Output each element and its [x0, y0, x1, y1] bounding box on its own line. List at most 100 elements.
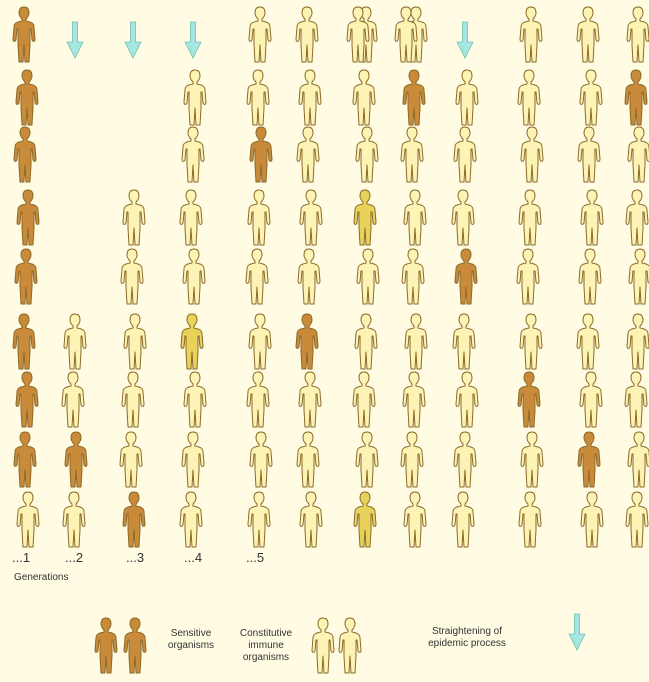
immune-person-icon: [520, 7, 542, 62]
immune-person-icon: [180, 190, 202, 245]
legend-sensitive-person-icon: [95, 618, 117, 673]
immune-person-icon: [401, 432, 423, 487]
immune-person-icon: [456, 372, 478, 427]
immune-person-icon: [357, 249, 379, 304]
immune-person-icon: [297, 127, 319, 182]
immune-person-icon: [63, 492, 85, 547]
sensitive-person-icon: [296, 314, 318, 369]
sensitive-person-icon: [625, 70, 647, 125]
immune-person-icon: [249, 7, 271, 62]
immune-person-icon: [452, 492, 474, 547]
generation-label-5: ...5: [246, 550, 264, 565]
immune-person-icon: [452, 190, 474, 245]
down-arrow-icon: [185, 22, 201, 58]
immune-person-icon: [517, 249, 539, 304]
immune-person-icon: [184, 70, 206, 125]
down-arrow-icon: [457, 22, 473, 58]
sensitive-person-icon: [123, 492, 145, 547]
sensitive-person-icon: [518, 372, 540, 427]
immune-person-icon: [298, 249, 320, 304]
immune-person-icon: [578, 127, 600, 182]
immune-person-icon: [401, 127, 423, 182]
immune-person-icon: [628, 432, 649, 487]
immune-person-icon: [580, 70, 602, 125]
immune-person-icon: [521, 127, 543, 182]
sensitive-person-icon: [17, 190, 39, 245]
immune-person-icon: [17, 492, 39, 547]
immune-person-icon: [519, 492, 541, 547]
immune-person-icon: [355, 314, 377, 369]
immune-person-icon: [356, 127, 378, 182]
immune-person-icon: [250, 432, 272, 487]
immune-person-icon: [182, 432, 204, 487]
legend-down-arrow-icon: [569, 614, 585, 650]
immune-person-icon: [404, 190, 426, 245]
immune-person-icon: [249, 314, 271, 369]
immune-person-icon: [405, 314, 427, 369]
sensitive-person-icon: [250, 127, 272, 182]
immune-person-icon: [296, 7, 318, 62]
legend-immune-person-icon: [339, 618, 361, 673]
sensitive-person-icon: [65, 432, 87, 487]
immune-person-icon: [180, 492, 202, 547]
immune-person-icon: [454, 432, 476, 487]
immune-person-icon: [629, 249, 649, 304]
immune-person-icon: [246, 249, 268, 304]
generation-label-3: ...3: [126, 550, 144, 565]
immune-person-icon: [121, 249, 143, 304]
immune-person-icon: [353, 372, 375, 427]
immune-person-icon: [581, 190, 603, 245]
immune-person-icon: [628, 127, 649, 182]
immune-person-icon: [124, 314, 146, 369]
generation-label-1: ...1: [12, 550, 30, 565]
immune-person-icon: [456, 70, 478, 125]
immune-person-icon: [123, 190, 145, 245]
legend-straightening-label: Straightening of epidemic process: [424, 626, 510, 650]
immune-person-icon: [181, 314, 203, 369]
immune-person-icon: [122, 372, 144, 427]
immune-person-icon: [299, 70, 321, 125]
immune-person-icon: [120, 432, 142, 487]
immune-person-icon: [353, 70, 375, 125]
immune-person-icon: [183, 249, 205, 304]
legend-sensitive-person-icon: [124, 618, 146, 673]
down-arrow-icon: [125, 22, 141, 58]
sensitive-person-icon: [14, 127, 36, 182]
generation-label-2: ...2: [65, 550, 83, 565]
immune-person-icon: [580, 372, 602, 427]
immune-person-icon: [521, 432, 543, 487]
immune-person-icon: [299, 372, 321, 427]
immune-person-icon: [300, 190, 322, 245]
immune-person-icon: [627, 314, 649, 369]
legend-sensitive-label: Sensitive organisms: [162, 628, 220, 652]
immune-person-icon: [404, 492, 426, 547]
sensitive-person-icon: [16, 372, 38, 427]
immune-person-icon: [184, 372, 206, 427]
immune-person-icon: [248, 492, 270, 547]
immune-person-icon: [354, 190, 376, 245]
immune-person-icon: [577, 7, 599, 62]
immune-person-icon: [577, 314, 599, 369]
immune-person-icon: [354, 492, 376, 547]
legend-immune-label: Constitutive immune organisms: [232, 628, 300, 664]
immune-person-icon: [518, 70, 540, 125]
generations-title: Generations: [14, 572, 68, 583]
immune-person-icon: [62, 372, 84, 427]
sensitive-person-icon: [455, 249, 477, 304]
generation-label-4: ...4: [184, 550, 202, 565]
immune-person-icon: [453, 314, 475, 369]
immune-person-icon: [356, 432, 378, 487]
immune-person-icon: [402, 249, 424, 304]
down-arrow-icon: [67, 22, 83, 58]
immune-person-icon: [519, 190, 541, 245]
immune-person-icon: [454, 127, 476, 182]
legend-immune-person-icon: [312, 618, 334, 673]
immune-person-icon: [247, 70, 269, 125]
immune-person-icon: [297, 432, 319, 487]
immune-person-icon: [626, 190, 648, 245]
sensitive-person-icon: [13, 314, 35, 369]
sensitive-person-icon: [13, 7, 35, 62]
immune-person-icon: [182, 127, 204, 182]
immune-person-icon: [520, 314, 542, 369]
